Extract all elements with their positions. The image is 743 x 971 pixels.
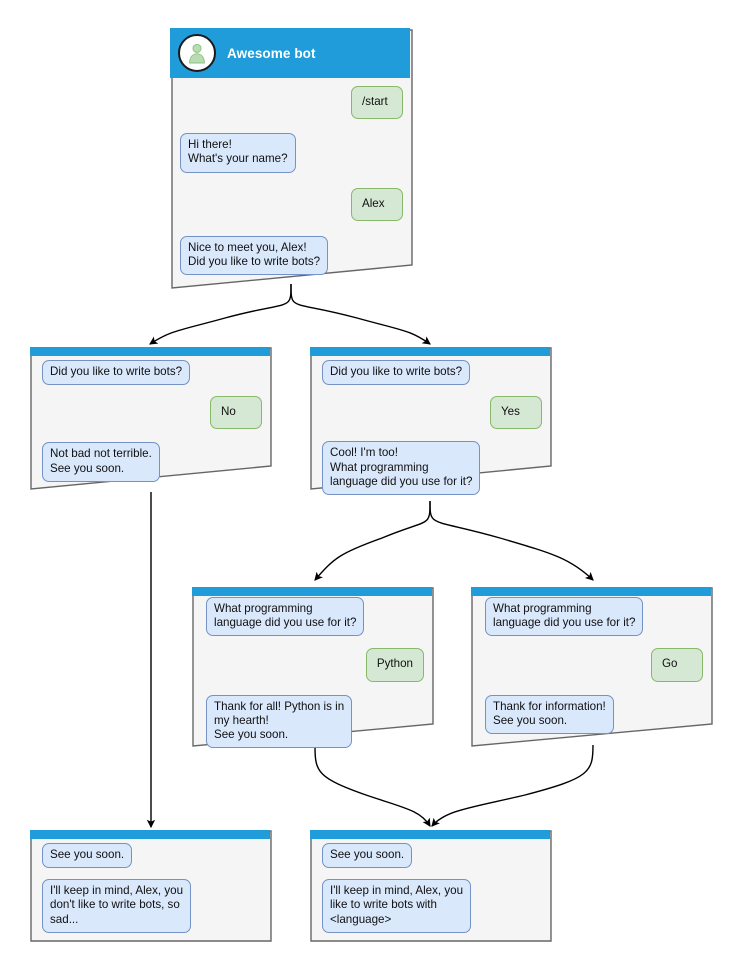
- node-header-bar: [310, 347, 550, 356]
- node-start[interactable]: Awesome bot /start Hi there! What's your…: [170, 28, 415, 293]
- message-row: Thank for all! Python is in my hearth! S…: [206, 694, 424, 749]
- person-avatar-icon: [178, 34, 216, 72]
- user-message-bubble[interactable]: Yes: [490, 396, 542, 430]
- node-header-bar: [471, 587, 711, 596]
- node-language-go[interactable]: What programming language did you use fo…: [471, 587, 713, 747]
- node-header-bar: [30, 347, 270, 356]
- message-row: Cool! I'm too! What programming language…: [322, 441, 542, 496]
- node-answer-yes[interactable]: Did you like to write bots? Yes Cool! I'…: [310, 347, 552, 496]
- edge-start-to-no: [149, 283, 292, 345]
- node-header-bar: [310, 830, 550, 839]
- edge-start-to-yes: [290, 283, 431, 345]
- message-row: Not bad not terrible. See you soon.: [42, 442, 262, 482]
- message-row: Did you like to write bots?: [42, 360, 262, 386]
- node-message-list: Did you like to write bots? No Not bad n…: [30, 360, 272, 482]
- bot-message-bubble[interactable]: Did you like to write bots?: [42, 360, 191, 386]
- node-end-no[interactable]: See you soon. I'll keep in mind, Alex, y…: [30, 830, 272, 942]
- node-answer-no[interactable]: Did you like to write bots? No Not bad n…: [30, 347, 272, 490]
- message-row: No: [42, 396, 262, 430]
- message-row: What programming language did you use fo…: [485, 597, 703, 637]
- edge-yes-to-go: [429, 500, 594, 581]
- message-row: Nice to meet you, Alex! Did you like to …: [180, 235, 403, 276]
- bot-message-bubble[interactable]: What programming language did you use fo…: [206, 597, 365, 637]
- node-header-bar: [30, 830, 270, 839]
- node-message-list: See you soon. I'll keep in mind, Alex, y…: [30, 843, 272, 933]
- node-language-python[interactable]: What programming language did you use fo…: [192, 587, 434, 749]
- user-message-bubble[interactable]: No: [210, 396, 262, 430]
- root-title: Awesome bot: [227, 45, 316, 61]
- root-message-list: /start Hi there! What's your name? Alex …: [170, 86, 415, 276]
- user-message-bubble[interactable]: /start: [351, 86, 403, 120]
- node-message-list: See you soon. I'll keep in mind, Alex, y…: [310, 843, 552, 933]
- edge-go-to-end: [431, 744, 594, 827]
- message-row: Alex: [180, 187, 403, 221]
- message-row: What programming language did you use fo…: [206, 597, 424, 637]
- root-header: Awesome bot: [170, 28, 410, 78]
- bot-message-bubble[interactable]: Did you like to write bots?: [322, 360, 471, 386]
- user-message-bubble[interactable]: Alex: [351, 187, 403, 221]
- node-message-list: What programming language did you use fo…: [192, 597, 434, 749]
- message-row: Hi there! What's your name?: [180, 133, 403, 173]
- message-row: I'll keep in mind, Alex, you like to wri…: [322, 879, 542, 933]
- message-row: Did you like to write bots?: [322, 360, 542, 386]
- message-row: See you soon.: [322, 843, 542, 869]
- bot-message-bubble[interactable]: Nice to meet you, Alex! Did you like to …: [180, 235, 329, 276]
- user-message-bubble[interactable]: Python: [365, 648, 424, 682]
- bot-message-bubble[interactable]: I'll keep in mind, Alex, you don't like …: [42, 879, 192, 933]
- message-row: Yes: [322, 396, 542, 430]
- message-row: I'll keep in mind, Alex, you don't like …: [42, 879, 262, 933]
- bot-message-bubble[interactable]: Not bad not terrible. See you soon.: [42, 442, 160, 482]
- message-row: See you soon.: [42, 843, 262, 869]
- bot-message-bubble[interactable]: What programming language did you use fo…: [485, 597, 644, 637]
- bot-message-bubble[interactable]: Thank for all! Python is in my hearth! S…: [206, 694, 353, 749]
- bot-message-bubble[interactable]: Cool! I'm too! What programming language…: [322, 441, 481, 496]
- bot-message-bubble[interactable]: Hi there! What's your name?: [180, 133, 296, 173]
- node-message-list: What programming language did you use fo…: [471, 597, 713, 735]
- bot-message-bubble[interactable]: See you soon.: [322, 843, 413, 869]
- message-row: Thank for information! See you soon.: [485, 694, 703, 735]
- bot-message-bubble[interactable]: I'll keep in mind, Alex, you like to wri…: [322, 879, 472, 933]
- edge-python-to-end: [314, 746, 431, 827]
- message-row: Python: [206, 648, 424, 682]
- bot-message-bubble[interactable]: See you soon.: [42, 843, 133, 869]
- node-end-yes[interactable]: See you soon. I'll keep in mind, Alex, y…: [310, 830, 552, 942]
- node-message-list: Did you like to write bots? Yes Cool! I'…: [310, 360, 552, 496]
- bot-message-bubble[interactable]: Thank for information! See you soon.: [485, 694, 614, 735]
- message-row: Go: [485, 648, 703, 682]
- node-header-bar: [192, 587, 432, 596]
- message-row: /start: [180, 86, 403, 120]
- edge-yes-to-python: [314, 500, 431, 581]
- user-message-bubble[interactable]: Go: [651, 648, 703, 682]
